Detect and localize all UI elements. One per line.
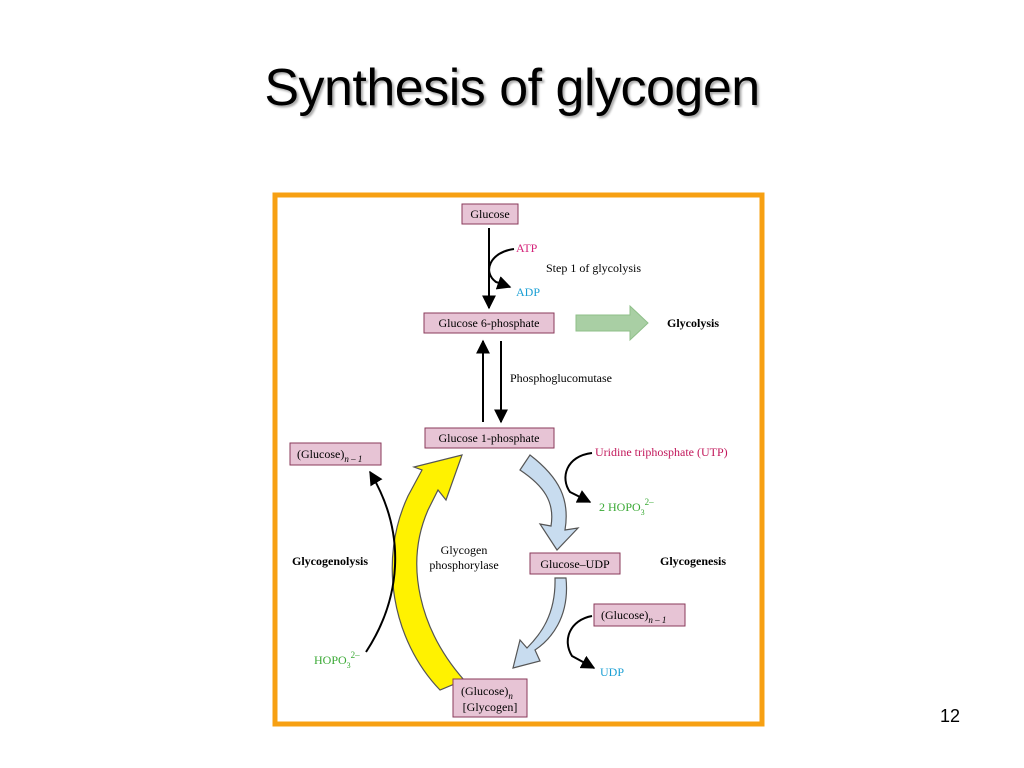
node-glucose-6-phosphate: Glucose 6-phosphate: [423, 312, 555, 334]
svg-text:Glucose: Glucose: [470, 207, 509, 221]
node-glucose-n-minus-1-left: (Glucose)n – 1: [289, 442, 382, 466]
svg-text:Glucose 1-phosphate: Glucose 1-phosphate: [439, 431, 540, 445]
phosphorylase-arrow: [391, 454, 466, 691]
svg-text:(Glucose)n – 1: (Glucose)n – 1: [601, 608, 666, 625]
slide-title: Synthesis of glycogen: [264, 59, 760, 117]
utp-curl: [564, 452, 593, 503]
glycogenolysis-label: Glycogenolysis: [292, 554, 368, 568]
hopo3-right-label: 2 HOPO32–: [599, 497, 654, 517]
node-glucose: Glucose: [461, 203, 519, 225]
svg-text:[Glycogen]: [Glycogen]: [463, 700, 518, 714]
svg-text:Glucose–UDP: Glucose–UDP: [540, 557, 610, 571]
svg-text:Glucose 6-phosphate: Glucose 6-phosphate: [439, 316, 540, 330]
svg-text:(Glucose)n – 1: (Glucose)n – 1: [297, 447, 362, 464]
node-glucose-n-minus-1-right: (Glucose)n – 1: [593, 603, 686, 627]
hopo3-left-label: HOPO32–: [314, 650, 360, 670]
utp-label: Uridine triphosphate (UTP): [595, 445, 728, 459]
glycogenolysis-arc: [365, 470, 397, 653]
adp-label: ADP: [516, 285, 540, 299]
phosphorylase-label-line2: phosphorylase: [429, 558, 498, 572]
glycolysis-label: Glycolysis: [667, 316, 719, 330]
glycogenesis-arrow-upper: [519, 454, 580, 551]
glycogenesis-label: Glycogenesis: [660, 554, 726, 568]
atp-adp-curl: [488, 248, 515, 290]
udp-label: UDP: [600, 665, 624, 679]
node-glucose-1-phosphate: Glucose 1-phosphate: [424, 427, 555, 449]
node-glucose-udp: Glucose–UDP: [529, 552, 621, 575]
page-number: 12: [939, 706, 961, 726]
atp-label: ATP: [516, 241, 538, 255]
step1-label: Step 1 of glycolysis: [546, 261, 641, 275]
node-glycogen: (Glucose)n [Glycogen]: [452, 678, 528, 718]
glycolysis-arrow: [575, 304, 649, 342]
phosphorylase-label-line1: Glycogen: [441, 543, 488, 557]
glycogenesis-arrow-lower: [512, 577, 568, 669]
udp-curl: [566, 615, 596, 669]
svg-text:(Glucose)n: (Glucose)n: [461, 684, 513, 701]
phosphoglucomutase-label: Phosphoglucomutase: [510, 371, 612, 385]
